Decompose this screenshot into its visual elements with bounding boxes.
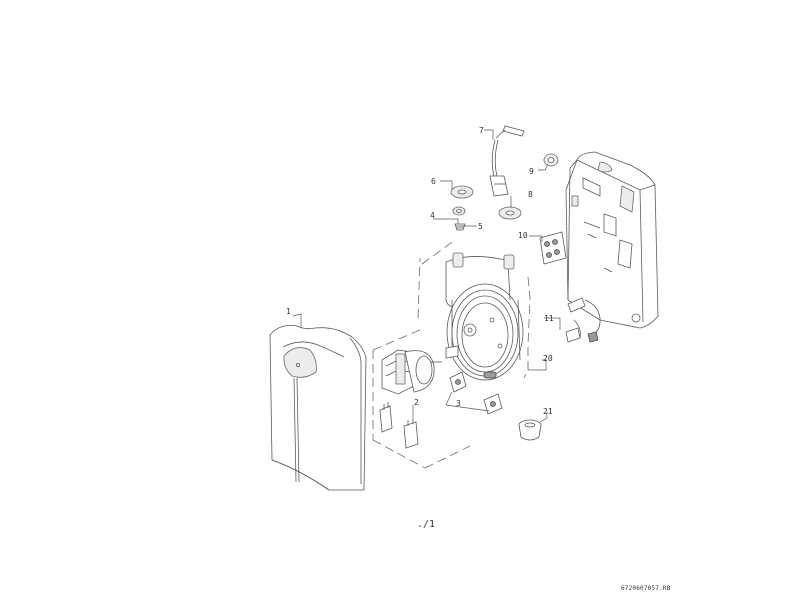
part-8-seal bbox=[498, 206, 522, 220]
callout-label-9: 9 bbox=[529, 167, 534, 176]
part-3-clamps bbox=[449, 371, 503, 415]
callout-label-1: 1 bbox=[286, 307, 291, 316]
part-21-fitting bbox=[518, 419, 542, 441]
callout-label-5: 5 bbox=[478, 222, 483, 231]
page-reference: ./1 bbox=[417, 519, 436, 530]
callout-label-10: 10 bbox=[518, 231, 528, 240]
callout-label-21: 21 bbox=[543, 407, 553, 416]
callout-label-6: 6 bbox=[431, 177, 436, 186]
pressure-switch-unit bbox=[381, 349, 442, 395]
part-7-sensor-cable bbox=[489, 125, 525, 197]
part-2-micro-switches bbox=[379, 402, 419, 449]
part-11-cable bbox=[565, 297, 601, 343]
callout-label-3: 3 bbox=[456, 399, 461, 408]
callout-label-8: 8 bbox=[528, 190, 533, 199]
callout-leaders bbox=[292, 129, 561, 423]
part-10-terminal-block bbox=[539, 231, 567, 265]
callout-label-2: 2 bbox=[414, 398, 419, 407]
rear-housing bbox=[565, 151, 659, 329]
part-6-seal bbox=[450, 185, 474, 199]
part-9-grommet bbox=[543, 153, 559, 167]
part-4-nipple bbox=[454, 223, 466, 231]
part-20-heating-element-assembly bbox=[372, 239, 531, 469]
part-5-small-seal bbox=[452, 206, 466, 216]
callout-label-7: 7 bbox=[479, 126, 484, 135]
part-1-front-cover bbox=[269, 325, 367, 491]
document-id: 6720607057.RB bbox=[621, 585, 671, 592]
callout-label-4: 4 bbox=[430, 211, 435, 220]
callout-labels: 1 2 3 4 5 6 7 8 9 10 11 20 21 bbox=[286, 126, 554, 416]
callout-label-20: 20 bbox=[543, 354, 553, 363]
callout-label-11: 11 bbox=[544, 314, 554, 323]
